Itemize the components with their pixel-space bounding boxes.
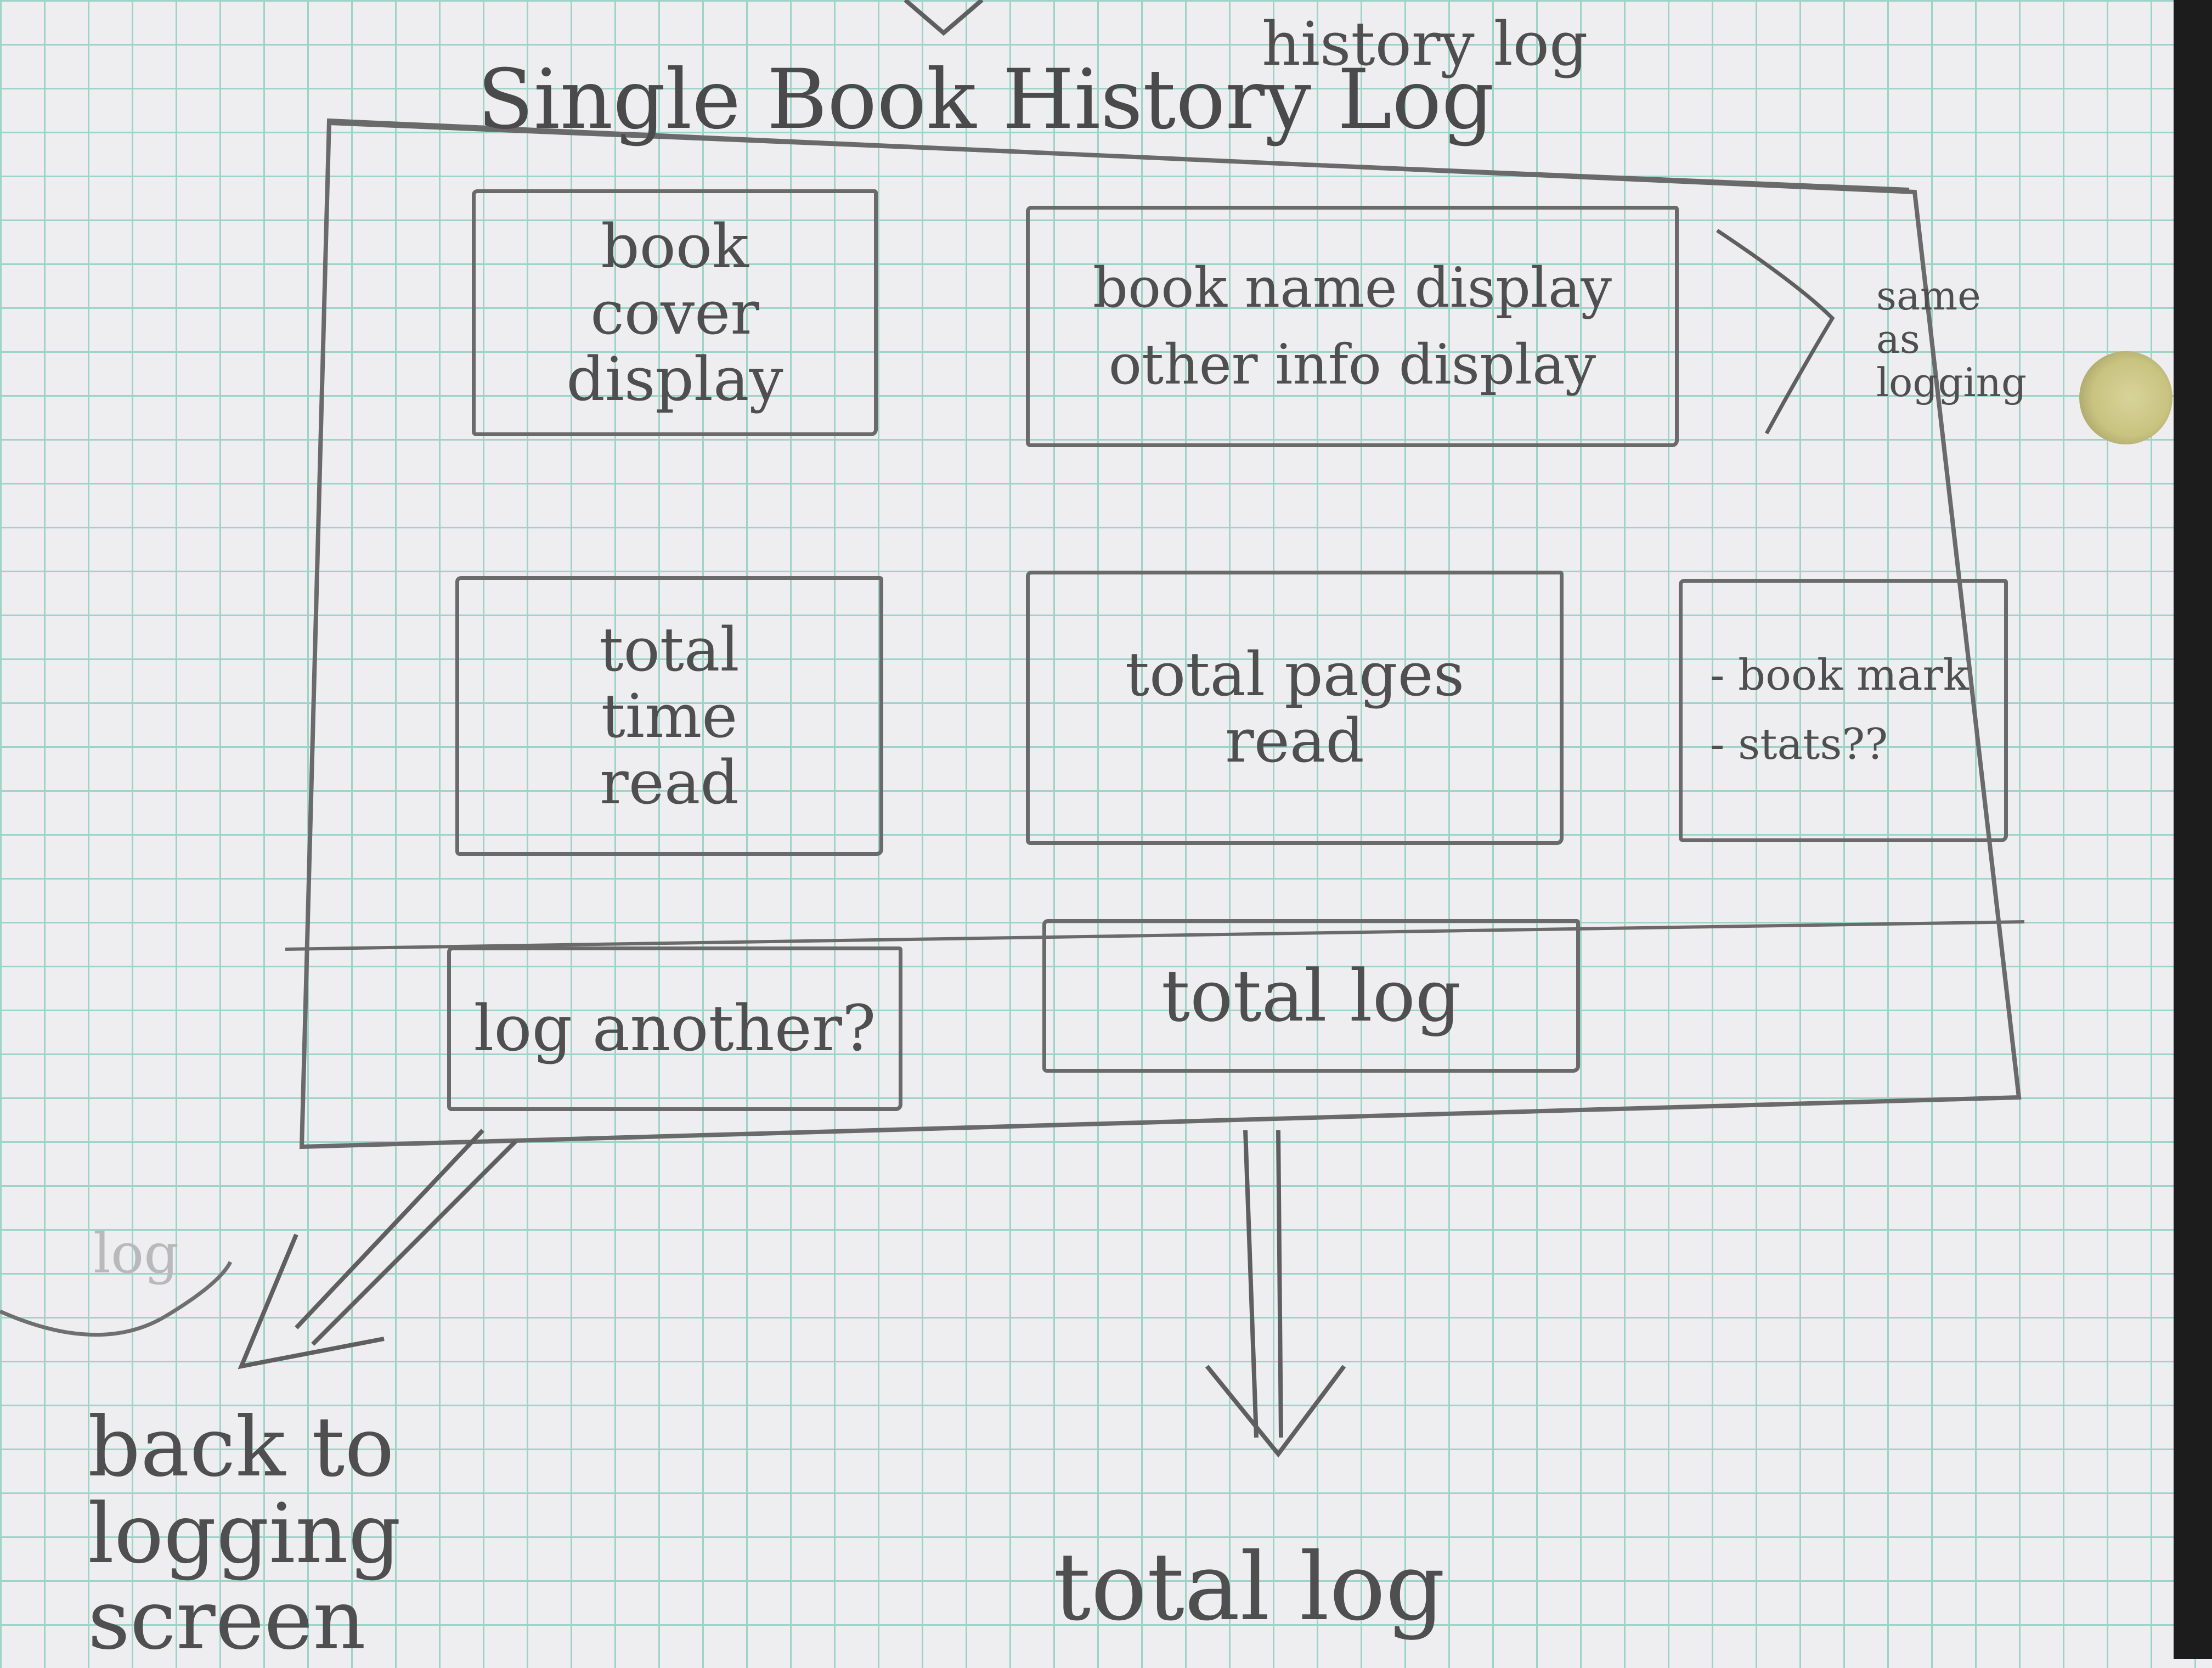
total-pages-read-display: total pages read	[1026, 571, 1564, 845]
notebook-page-edge	[2174, 0, 2212, 1659]
stats-label: - stats??	[1710, 720, 1888, 769]
screen-title: Single Book History Log	[477, 52, 1494, 148]
same-as-logging-note: same as logging	[1876, 273, 2027, 406]
total-log-label: total log	[1161, 954, 1462, 1038]
log-another-button[interactable]: log another?	[447, 946, 902, 1111]
total-log-button[interactable]: total log	[1042, 919, 1580, 1073]
other-info-display-label: other info display	[1108, 333, 1596, 397]
total-time-read-display: total time read	[455, 576, 883, 856]
faded-log-note: log	[93, 1221, 179, 1286]
top-history-log-note: history log	[1262, 9, 1588, 79]
back-to-logging-screen-label: back to logging screen	[88, 1400, 401, 1668]
book-cover-display-label: book cover display	[566, 211, 783, 414]
bookmark-stats-display: - book mark - stats??	[1679, 579, 2008, 842]
punch-hole	[2079, 351, 2172, 444]
log-another-label: log another?	[473, 991, 876, 1066]
book-name-display-label: book name display	[1092, 256, 1612, 320]
total-log-destination-label: total log	[1053, 1533, 1446, 1642]
total-pages-read-label: total pages read	[1125, 639, 1465, 776]
total-time-read-label: total time read	[599, 614, 740, 818]
bookmark-label: - book mark	[1710, 651, 1970, 701]
book-info-display: book name display other info display	[1026, 206, 1679, 447]
book-cover-display: book cover display	[472, 189, 878, 436]
